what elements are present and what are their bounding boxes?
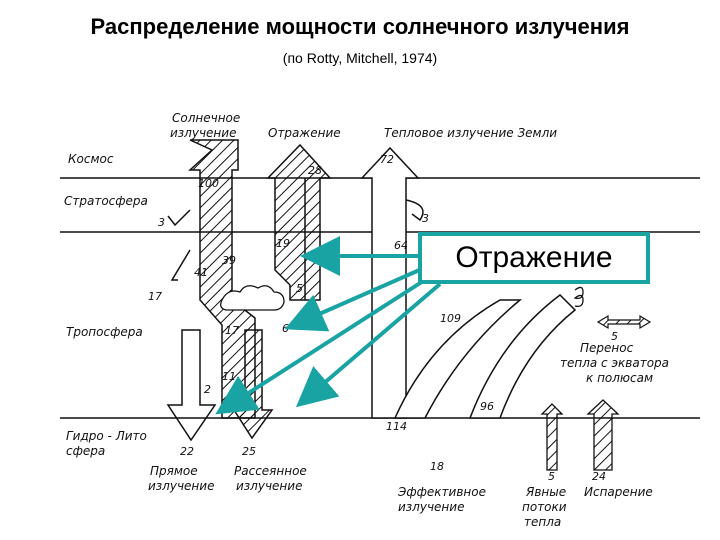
label-earth-thermal: Тепловое излучение Земли xyxy=(384,126,557,140)
value-64: 64 xyxy=(394,239,408,252)
label-transfer-3: к полюсам xyxy=(586,371,653,385)
label-direct-2: излучение xyxy=(148,479,214,493)
label-evaporation: Испарение xyxy=(584,485,653,499)
label-sensible-2: потоки xyxy=(522,500,567,514)
label-transfer-1: Перенос xyxy=(580,341,634,355)
value-reflected-total: 28 xyxy=(308,164,322,177)
layer-space-label: Космос xyxy=(68,152,114,166)
label-scattered-2: излучение xyxy=(236,479,302,493)
value-strat-thermal: 3 xyxy=(422,212,429,225)
value-5: 5 xyxy=(296,282,303,295)
label-reflection: Отражение xyxy=(268,126,341,140)
value-114: 114 xyxy=(386,420,407,433)
direct-radiation-arrow xyxy=(166,329,217,442)
value-11: 11 xyxy=(222,370,236,383)
label-direct-1: Прямое xyxy=(150,464,198,478)
callout-arrow-3 xyxy=(215,276,430,415)
heat-transfer-arrow xyxy=(596,314,652,330)
back-radiation-96 xyxy=(468,294,577,419)
label-sensible-3: тепла xyxy=(524,515,561,529)
label-effective-2: излучение xyxy=(398,500,464,514)
callout-arrow-2 xyxy=(284,266,425,332)
back-radiation-109 xyxy=(393,299,523,419)
reflection-callout-box: Отражение xyxy=(418,232,650,284)
callout-arrow-4 xyxy=(295,282,442,408)
value-effective: 18 xyxy=(430,460,444,473)
value-incoming: 100 xyxy=(198,177,219,190)
strat-thermal-arrow xyxy=(405,199,424,222)
value-cloud-reflect: 19 xyxy=(276,237,290,250)
evaporation-arrow xyxy=(586,399,620,471)
troposphere-absorb-arrow xyxy=(170,249,191,281)
layer-hydrolitho-label-2: сфера xyxy=(66,444,105,458)
label-solar-2: излучение xyxy=(170,126,236,140)
value-2: 2 xyxy=(204,383,211,396)
value-thermal-out: 72 xyxy=(380,153,394,166)
heat-coil xyxy=(573,286,584,308)
value-scatter-39: 39 xyxy=(222,254,236,267)
layer-hydrolitho-label-1: Гидро - Лито xyxy=(66,429,147,443)
sensible-heat-arrow xyxy=(540,403,564,471)
page-subtitle: (по Rotty, Mitchell, 1974) xyxy=(282,50,438,66)
value-109: 109 xyxy=(440,312,461,325)
value-sensible: 5 xyxy=(548,470,555,483)
label-sensible-1: Явные xyxy=(525,485,566,499)
layer-troposphere-label: Тропосфера xyxy=(66,325,143,339)
value-5-transfer: 5 xyxy=(611,330,618,343)
value-scattered: 25 xyxy=(242,445,256,458)
value-evaporation: 24 xyxy=(592,470,606,483)
value-scatter-41: 41 xyxy=(194,266,208,279)
value-atm-absorb: 17 xyxy=(148,290,162,303)
label-scattered-1: Рассеянное xyxy=(234,464,307,478)
value-6: 6 xyxy=(282,322,289,335)
label-effective-1: Эффективное xyxy=(397,485,486,499)
value-strat-absorb: 3 xyxy=(158,216,165,229)
label-solar-1: Солнечное xyxy=(172,111,240,125)
strat-absorb-arrow xyxy=(167,209,191,227)
cloud-shape xyxy=(220,285,285,311)
value-direct: 22 xyxy=(180,445,194,458)
value-17b: 17 xyxy=(225,324,239,337)
label-transfer-2: тепла с экватора xyxy=(560,356,669,370)
value-96: 96 xyxy=(480,400,494,413)
layer-stratosphere-label: Стратосфера xyxy=(64,194,148,208)
page-title: Распределение мощности солнечного излуче… xyxy=(90,14,630,39)
